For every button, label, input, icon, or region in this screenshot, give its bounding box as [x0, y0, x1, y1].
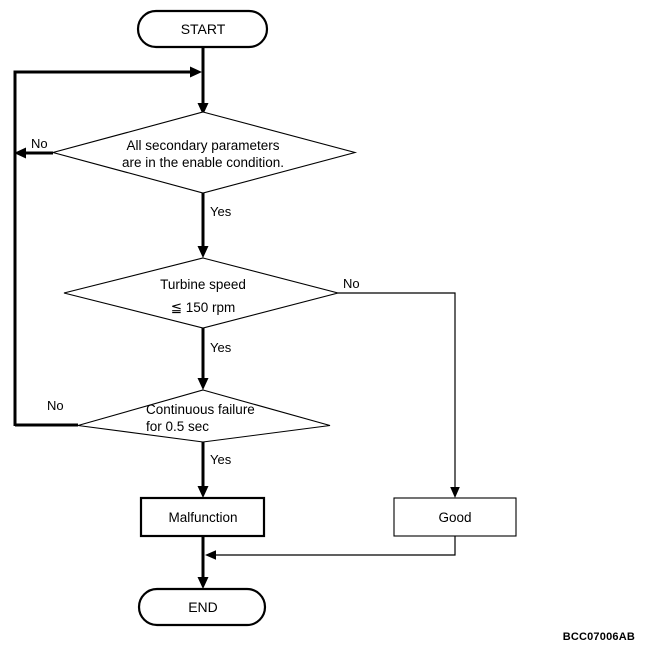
edge-label-params-no: No: [31, 136, 48, 151]
arrowhead-decision1-no: [14, 147, 26, 159]
node-end: [137, 587, 267, 627]
figure-code-label: BCC07006AB: [562, 631, 635, 643]
node-decision-secondary-params: [50, 111, 358, 194]
edge-label-failure-no: No: [47, 398, 64, 413]
node-malfunction-label: Malfunction: [168, 510, 237, 525]
node-good: [393, 497, 517, 537]
arrowhead-good-merge: [205, 550, 216, 560]
arrowhead-loop-back-into-trunk: [190, 66, 202, 78]
edge-label-params-yes: Yes: [210, 204, 232, 219]
node-decision-turbine-speed-line2: ≦ 150 rpm: [171, 300, 236, 315]
edge-label-turbine-yes: Yes: [210, 340, 232, 355]
node-decision-secondary-params-line1: All secondary parameters: [126, 138, 279, 153]
connector-good-to-merge: [214, 536, 456, 556]
node-decision-secondary-params-line2: are in the enable condition.: [122, 155, 284, 170]
node-decision-turbine-speed-line1: Turbine speed: [160, 277, 246, 292]
arrowhead-decision3-top: [197, 378, 209, 390]
node-decision-continuous-failure-line2: for 0.5 sec: [146, 419, 209, 434]
node-start-label: START: [181, 21, 226, 37]
node-start: [136, 9, 269, 49]
connector-loop-back: [13, 70, 193, 426]
arrowhead-decision2-top: [197, 246, 209, 258]
arrowhead-end-top: [197, 577, 209, 589]
edge-label-turbine-no: No: [343, 276, 360, 291]
node-decision-continuous-failure-line1: Continuous failure: [146, 402, 255, 417]
node-decision-continuous-failure: [77, 389, 331, 443]
edge-label-failure-yes: Yes: [210, 452, 232, 467]
node-end-label: END: [188, 599, 218, 615]
node-decision-turbine-speed: [63, 257, 341, 329]
connector-decision2-no: [338, 292, 456, 489]
node-good-label: Good: [438, 510, 471, 525]
arrowhead-malfunction-top: [197, 486, 209, 498]
arrowhead-decision1-top: [197, 103, 209, 115]
node-malfunction: [139, 496, 266, 538]
arrowhead-good-top: [450, 487, 460, 498]
